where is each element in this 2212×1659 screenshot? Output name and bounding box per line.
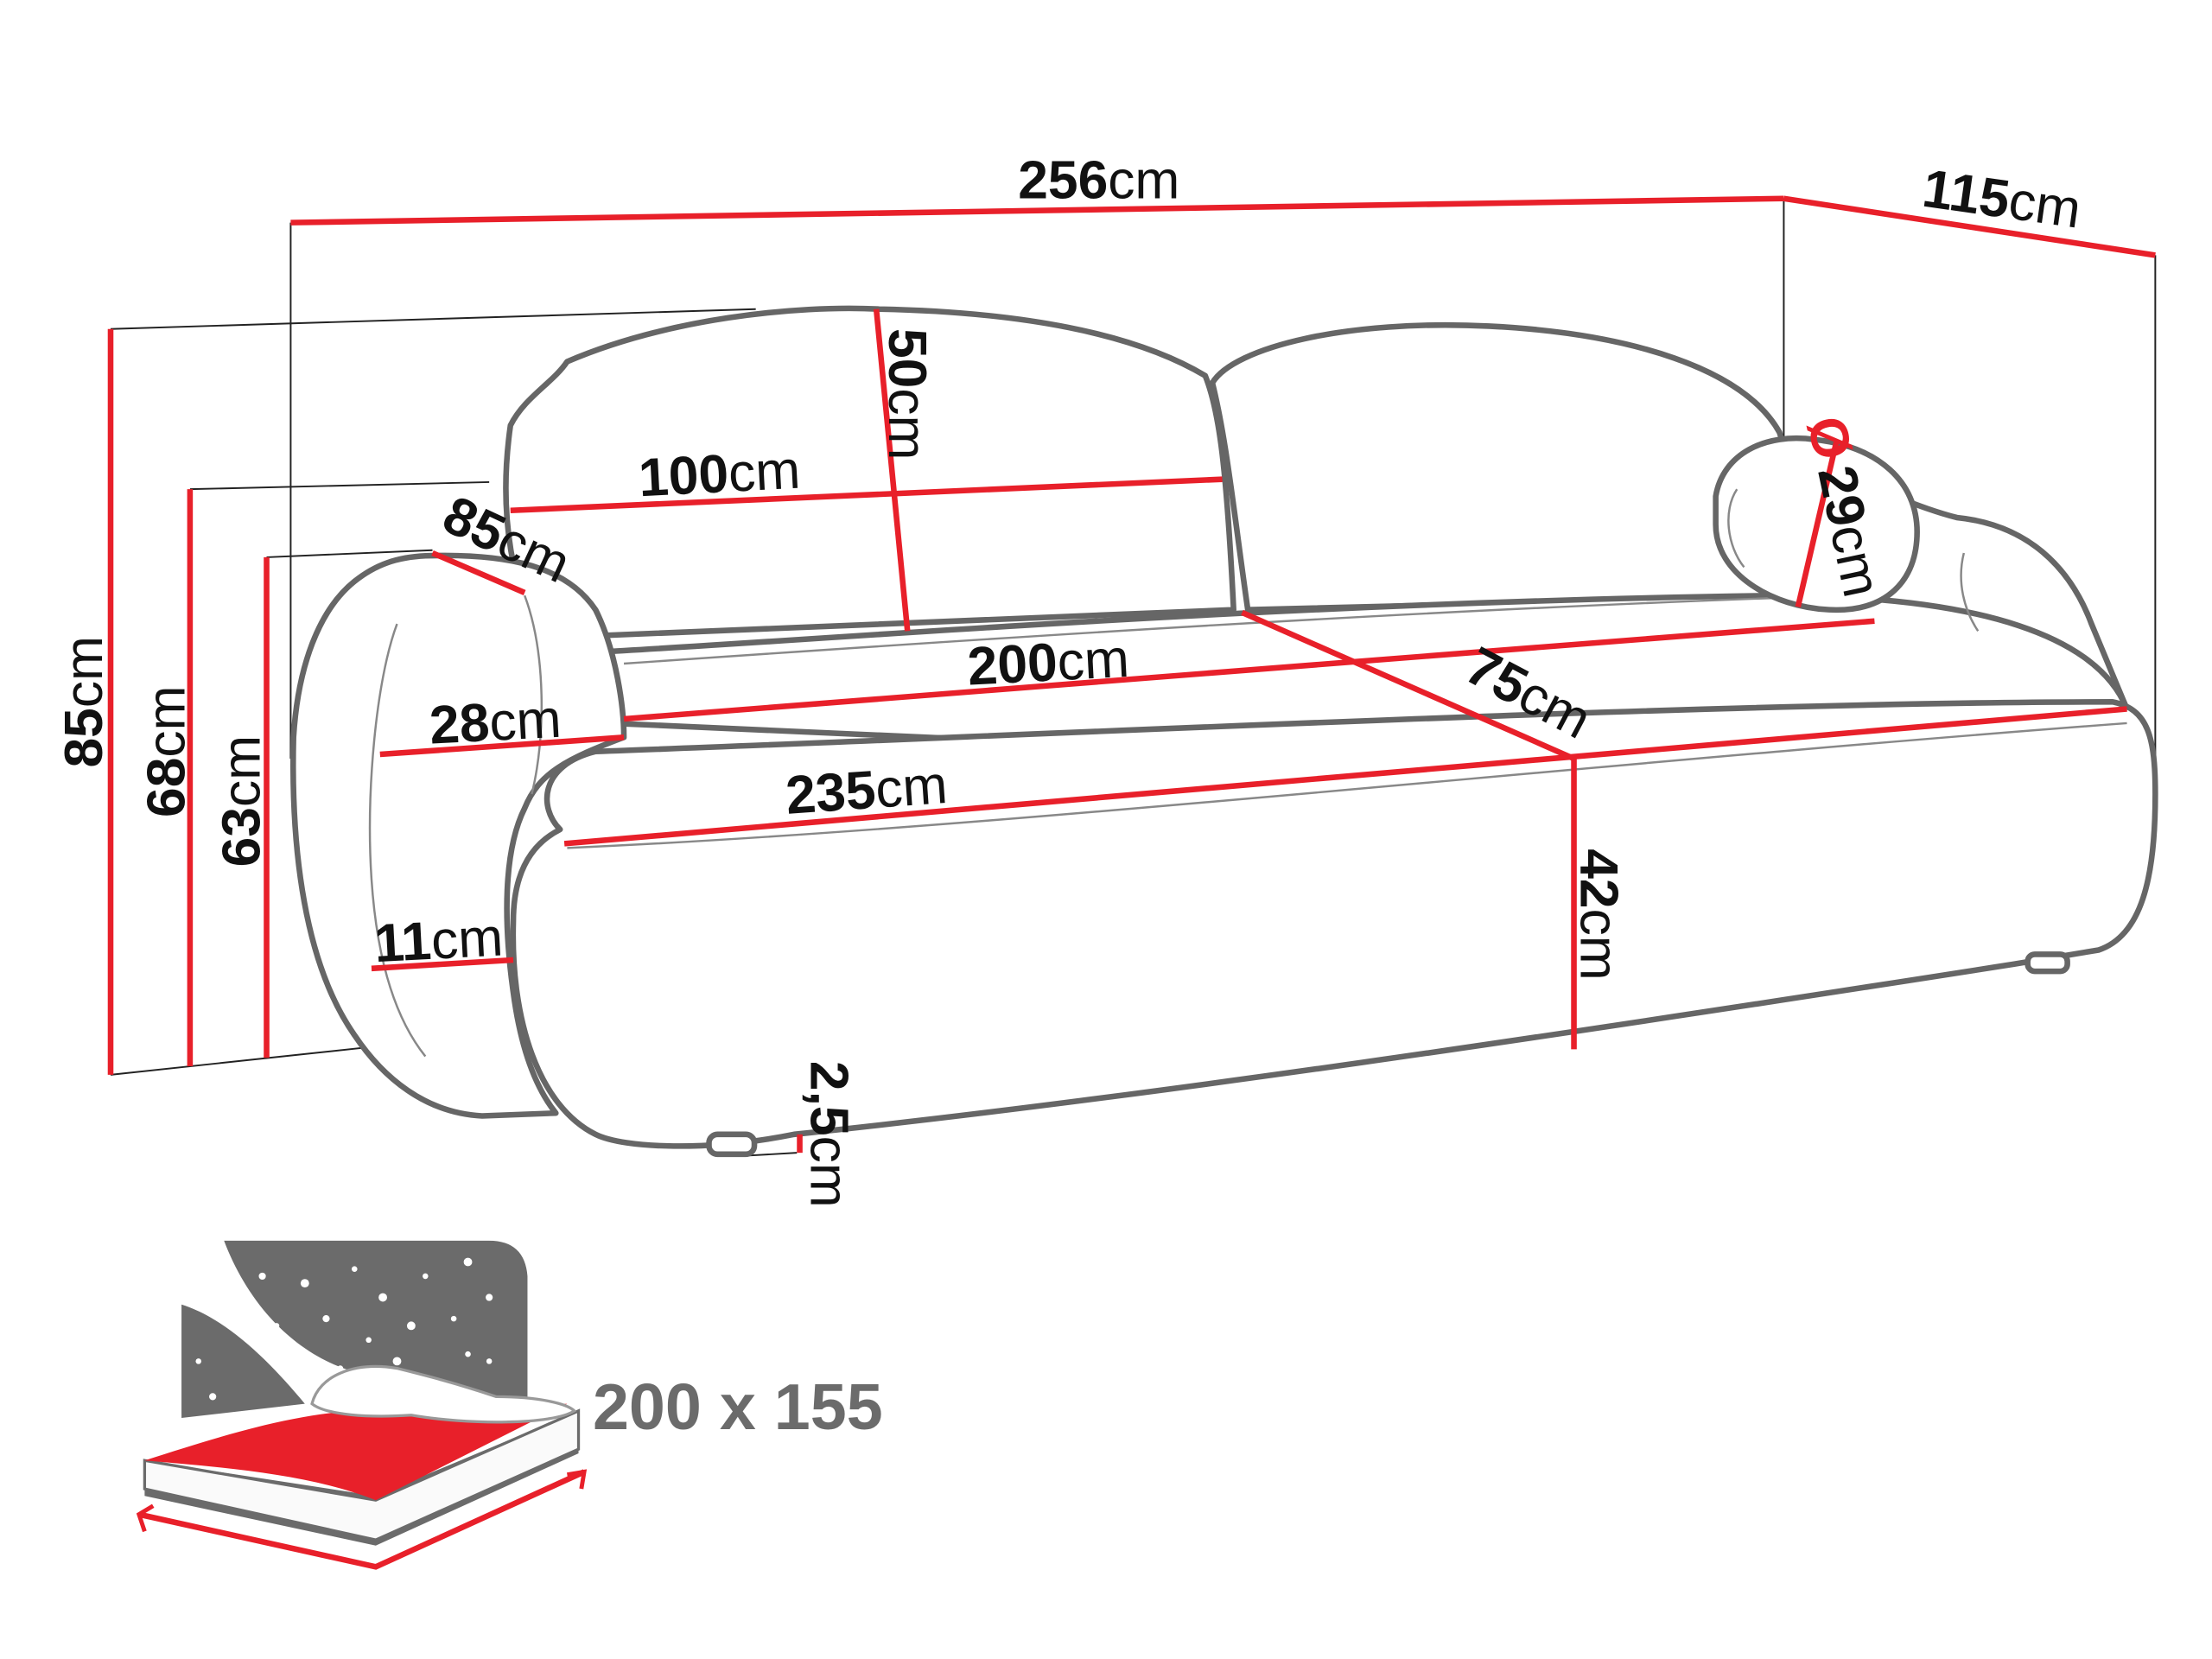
- front-base: [510, 699, 2158, 1149]
- back-leg: [2024, 951, 2070, 975]
- back-cushion-right: [1209, 321, 1833, 613]
- label-arm-thickness: 11cm: [372, 908, 504, 975]
- back-cushion-left: [503, 305, 1236, 641]
- bed-icon: [136, 1240, 588, 1570]
- label-arm-height-back: 68cm: [137, 686, 196, 817]
- label-seat-width: 200cm: [966, 629, 1130, 697]
- label-arm-width: 28cm: [428, 690, 563, 756]
- label-leg-height: 2,5cm: [799, 1061, 859, 1208]
- label-back-cushion-height: 50cm: [877, 328, 937, 460]
- stars-decoration: [195, 1257, 493, 1401]
- label-seat-height: 42cm: [1569, 849, 1629, 980]
- front-leg: [706, 1131, 758, 1158]
- label-front-width: 235cm: [784, 755, 949, 826]
- sofa-drawing: [290, 305, 2158, 1158]
- label-arm-height: 63cm: [212, 735, 271, 867]
- dimension-lines: [107, 195, 2156, 1154]
- sleeping-area-label: 200 x 155: [593, 1370, 883, 1443]
- label-total-height: 85cm: [54, 636, 114, 767]
- label-back-cushion-width: 100cm: [637, 441, 801, 509]
- label-total-width: 256cm: [1018, 151, 1179, 211]
- extension-lines: [110, 198, 2157, 1157]
- label-total-depth: 115cm: [1919, 159, 2085, 240]
